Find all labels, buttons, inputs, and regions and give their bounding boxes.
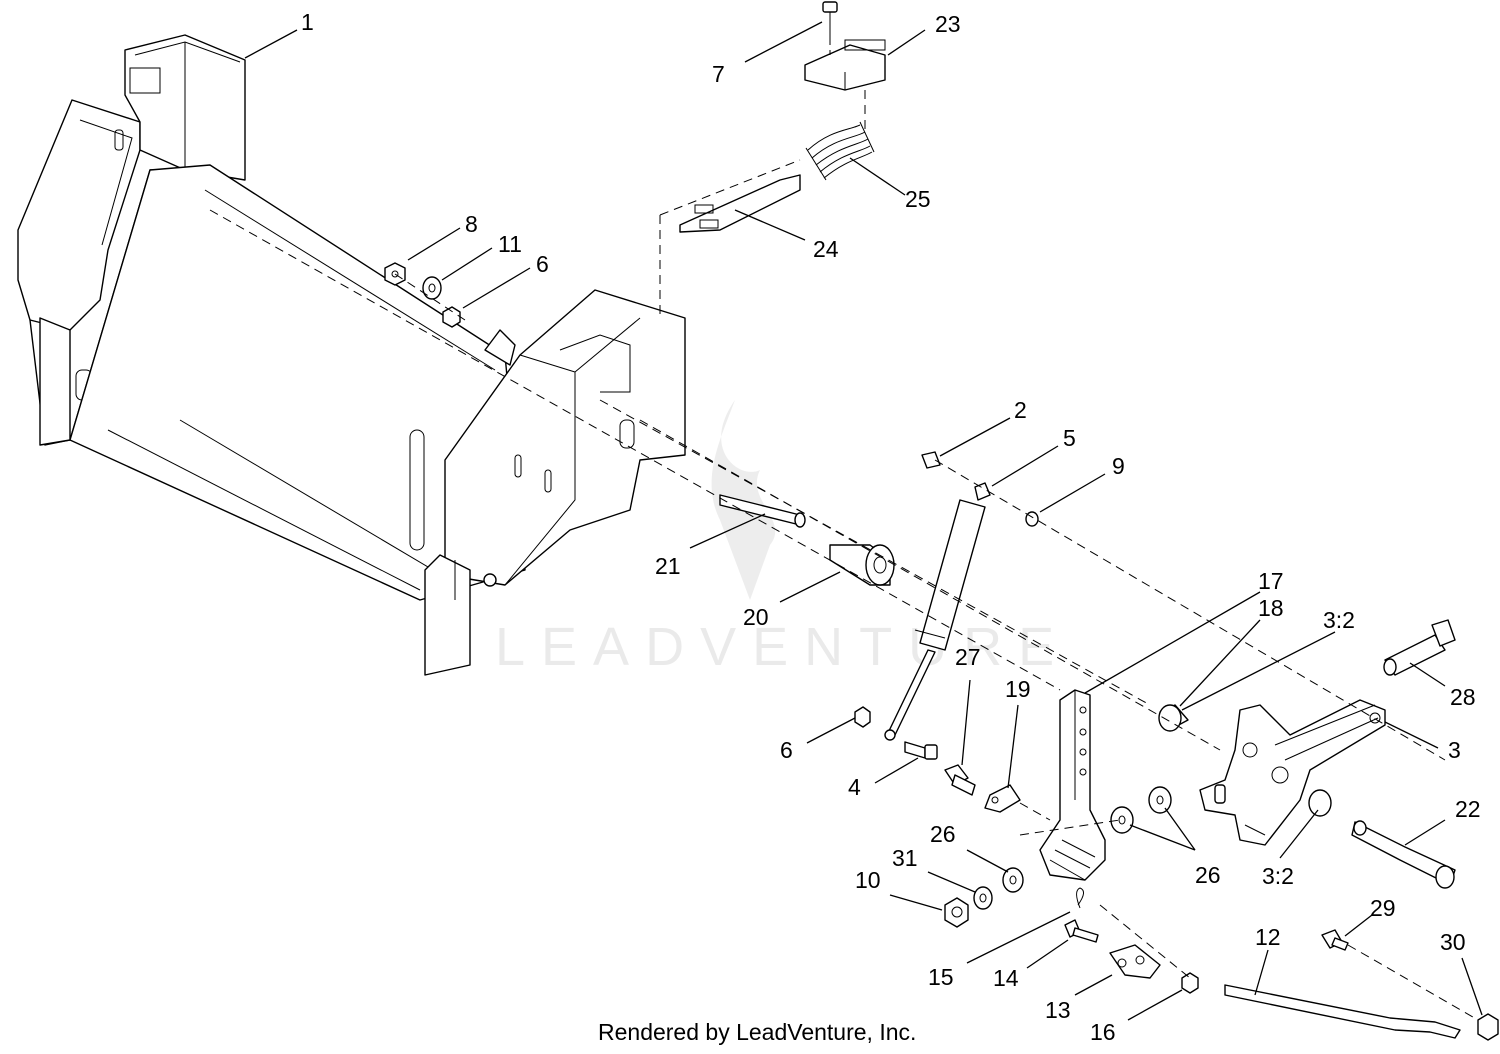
callout-4: 4 [848,774,861,800]
callout-8: 8 [465,211,478,237]
assembly-lines [209,20,1479,1021]
callout-26-right: 26 [1195,862,1221,888]
callout-labels: 1 23 7 25 24 8 11 6 2 5 9 21 20 17 18 3:… [301,9,1481,1045]
callout-2: 2 [1014,397,1027,423]
callout-21: 21 [655,553,681,579]
pin-21 [719,494,806,528]
callout-17: 17 [1258,568,1284,594]
callout-26-left: 26 [930,821,956,847]
callout-18: 18 [1258,595,1284,621]
callout-7: 7 [712,61,725,87]
callout-3-2-upper: 3:2 [1323,607,1355,633]
callout-11: 11 [498,231,522,257]
callout-14: 14 [993,965,1019,991]
nut-30 [1477,1013,1499,1041]
gas-spring-5 [884,482,991,741]
frame-assembly [17,34,686,676]
callout-9: 9 [1112,453,1125,479]
bolt-29 [1321,929,1349,951]
clevis-13 [1109,944,1161,979]
callout-31: 31 [892,845,918,871]
callout-1: 1 [301,9,314,35]
lever-17 [1039,689,1106,881]
washers-26-right [1110,786,1172,834]
rod-12 [1224,984,1461,1039]
callout-13: 13 [1045,997,1071,1023]
bolt-27 [944,764,976,796]
callout-25: 25 [905,186,931,212]
callout-16: 16 [1090,1019,1116,1045]
watermark-text: LEADVENTURE [495,617,1070,677]
nut-6-lower [854,706,871,728]
callout-12: 12 [1255,924,1281,950]
callout-10: 10 [855,867,881,893]
leader-lines [244,21,1483,1021]
callout-5: 5 [1063,425,1076,451]
bushing-3-2-lower [1308,789,1332,817]
spring-25 [805,121,875,181]
cotter-pin-15 [1076,887,1084,909]
callout-28: 28 [1450,684,1476,710]
callout-3: 3 [1448,737,1461,763]
bolt-4 [904,741,938,760]
washer-31 [973,886,993,910]
watermark-logo [711,400,776,600]
pin-28 [1383,619,1456,676]
callout-15: 15 [928,964,954,990]
washer-26-left [1002,867,1024,893]
plate-24 [679,174,801,233]
footer-credit: Rendered by LeadVenture, Inc. [598,1019,916,1045]
callout-6-lower: 6 [780,737,793,763]
callout-27: 27 [955,644,981,670]
callout-19: 19 [1005,676,1031,702]
callout-29: 29 [1370,895,1396,921]
nut-16 [1181,972,1199,994]
washer-11 [422,276,442,300]
callout-23: 23 [935,11,961,37]
pin-14 [1064,919,1099,943]
callout-24: 24 [813,236,839,262]
callout-22: 22 [1455,796,1481,822]
block-19 [984,784,1021,813]
pedal-arm-3 [1199,699,1386,846]
nut-6-upper [442,306,461,328]
nut-10 [944,897,969,928]
callout-6-upper: 6 [536,251,549,277]
callout-3-2-lower: 3:2 [1262,863,1294,889]
pin-22 [1351,820,1456,889]
callout-20: 20 [743,604,769,630]
bolt-2 [921,451,941,469]
callout-30: 30 [1440,929,1466,955]
bracket-23 [804,39,886,91]
